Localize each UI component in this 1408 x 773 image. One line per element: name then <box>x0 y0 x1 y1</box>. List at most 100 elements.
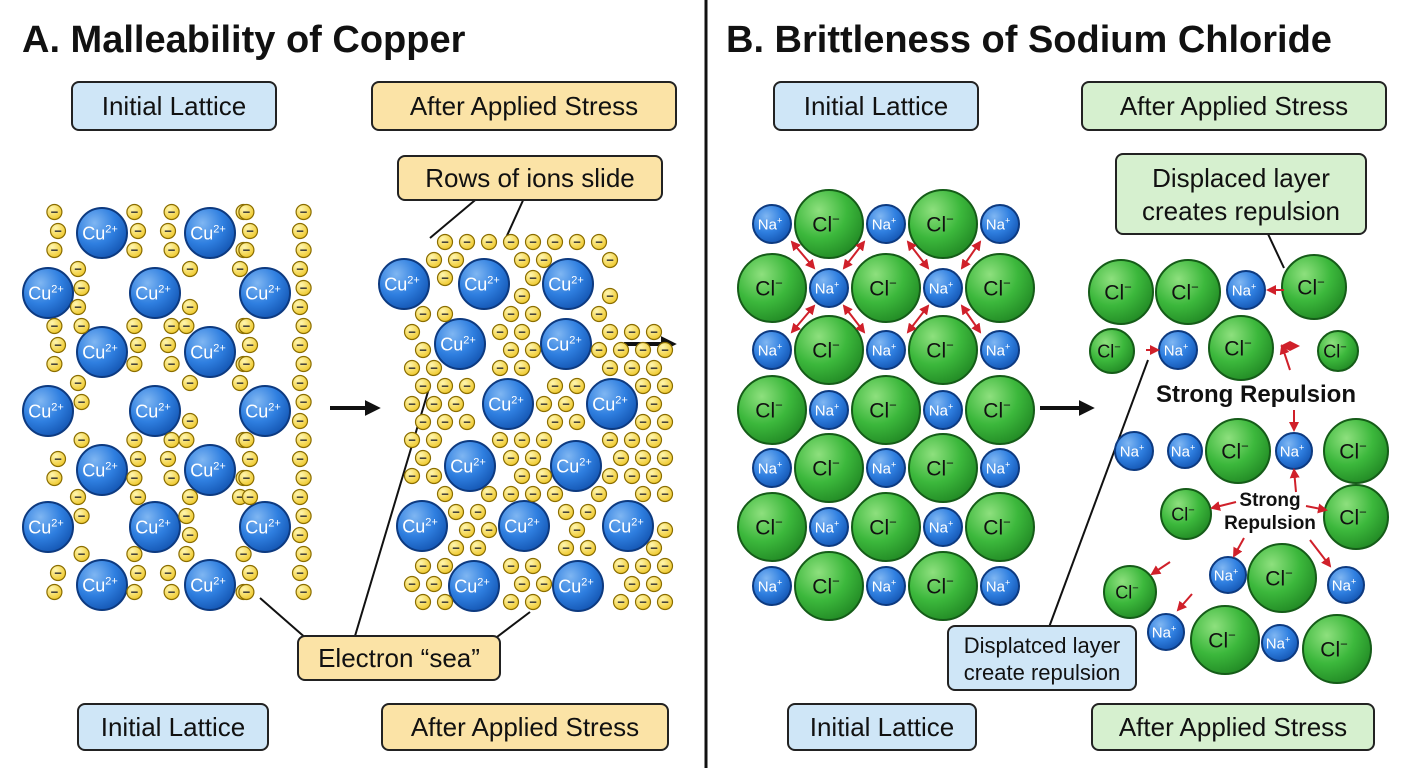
svg-text:−: − <box>168 243 176 258</box>
svg-text:−: − <box>54 224 62 239</box>
electron: − <box>524 269 542 287</box>
electron: − <box>231 260 249 278</box>
chloride-ion: Cl− <box>794 551 864 621</box>
svg-text:−: − <box>507 343 515 358</box>
svg-text:−: − <box>419 415 427 430</box>
electron: − <box>181 488 199 506</box>
chloride-ion: Cl− <box>1317 330 1359 372</box>
ion-symbol: Cl− <box>1115 582 1138 602</box>
electron: − <box>513 431 531 449</box>
svg-text:−: − <box>419 595 427 610</box>
electron: − <box>73 545 90 563</box>
sodium-ion: Na+ <box>809 390 849 430</box>
copper-ion: Cu2+ <box>444 440 496 492</box>
svg-text:−: − <box>183 547 191 562</box>
electron: − <box>568 377 586 395</box>
svg-text:−: − <box>650 325 658 340</box>
electron: − <box>129 336 147 354</box>
svg-text:−: − <box>628 325 636 340</box>
svg-text:−: − <box>562 505 570 520</box>
ion-symbol: Cu2+ <box>464 274 500 294</box>
svg-text:−: − <box>134 452 142 467</box>
electron: − <box>291 412 309 430</box>
ion-symbol: Cl− <box>1339 439 1366 464</box>
electron: − <box>425 467 443 485</box>
electron: − <box>73 393 90 411</box>
electron: − <box>491 359 509 377</box>
svg-text:−: − <box>74 376 82 391</box>
svg-text:−: − <box>183 319 191 334</box>
ion-symbol: Cu2+ <box>546 334 582 354</box>
svg-text:−: − <box>296 414 304 429</box>
electron: − <box>546 413 564 431</box>
svg-text:−: − <box>595 487 603 502</box>
copper-ion: Cu2+ <box>378 258 430 310</box>
electron: − <box>178 317 195 335</box>
svg-text:−: − <box>131 243 139 258</box>
svg-text:−: − <box>243 319 251 334</box>
electron: − <box>502 305 520 323</box>
copper-ion: Cu2+ <box>458 258 510 310</box>
ion-symbol: Cu2+ <box>402 516 438 536</box>
svg-text:−: − <box>243 357 251 372</box>
electron: − <box>291 374 309 392</box>
ion-symbol: Cu2+ <box>82 342 118 362</box>
chloride-ion: Cl− <box>737 375 807 445</box>
electron: − <box>513 287 531 305</box>
chloride-ion: Cl− <box>1089 328 1135 374</box>
sodium-ion: Na+ <box>923 507 963 547</box>
electron: − <box>291 260 309 278</box>
electron: − <box>163 355 180 373</box>
svg-text:−: − <box>485 235 493 250</box>
electron: − <box>601 467 619 485</box>
svg-text:−: − <box>78 395 86 410</box>
copper-ion: Cu2+ <box>129 385 181 437</box>
electron: − <box>491 431 509 449</box>
ion-symbol: Cl− <box>926 456 953 481</box>
svg-text:−: − <box>562 397 570 412</box>
electron: − <box>513 359 531 377</box>
svg-text:−: − <box>300 585 308 600</box>
sodium-ion: Na+ <box>1167 433 1203 469</box>
svg-text:−: − <box>300 471 308 486</box>
electron: − <box>447 395 465 413</box>
electron: − <box>181 298 199 316</box>
electron: − <box>601 251 619 269</box>
ion-symbol: Cu2+ <box>245 517 281 537</box>
sodium-ion: Na+ <box>1147 613 1185 651</box>
electron: − <box>524 593 542 611</box>
callout-displatced-line-2: create repulsion <box>964 660 1121 685</box>
svg-text:−: − <box>650 397 658 412</box>
label-b-initial-bottom-text: Initial Lattice <box>810 712 955 742</box>
svg-text:−: − <box>441 235 449 250</box>
svg-text:−: − <box>441 271 449 286</box>
svg-text:−: − <box>639 343 647 358</box>
electron: − <box>425 575 443 593</box>
svg-text:−: − <box>74 262 82 277</box>
copper-ion: Cu2+ <box>184 326 236 378</box>
electron: − <box>513 323 531 341</box>
electron: − <box>241 564 259 582</box>
svg-text:−: − <box>474 505 482 520</box>
electron: − <box>295 431 312 449</box>
electron: − <box>69 298 87 316</box>
svg-text:−: − <box>300 547 308 562</box>
electron: − <box>447 539 465 557</box>
electron: − <box>447 503 465 521</box>
electron: − <box>126 203 143 221</box>
electron: − <box>291 564 309 582</box>
electron: − <box>159 450 177 468</box>
callout-displaced-line-2: creates repulsion <box>1142 196 1340 226</box>
svg-text:−: − <box>628 577 636 592</box>
copper-ion: Cu2+ <box>76 326 128 378</box>
electron: − <box>241 336 259 354</box>
ion-symbol: Cl− <box>983 515 1010 540</box>
electron: − <box>69 488 87 506</box>
ion-symbol: Na+ <box>758 460 782 478</box>
sodium-ion: Na+ <box>866 330 906 370</box>
svg-text:−: − <box>134 566 142 581</box>
electron: − <box>46 583 63 601</box>
electron: − <box>502 449 520 467</box>
copper-ion: Cu2+ <box>550 440 602 492</box>
svg-text:−: − <box>639 379 647 394</box>
